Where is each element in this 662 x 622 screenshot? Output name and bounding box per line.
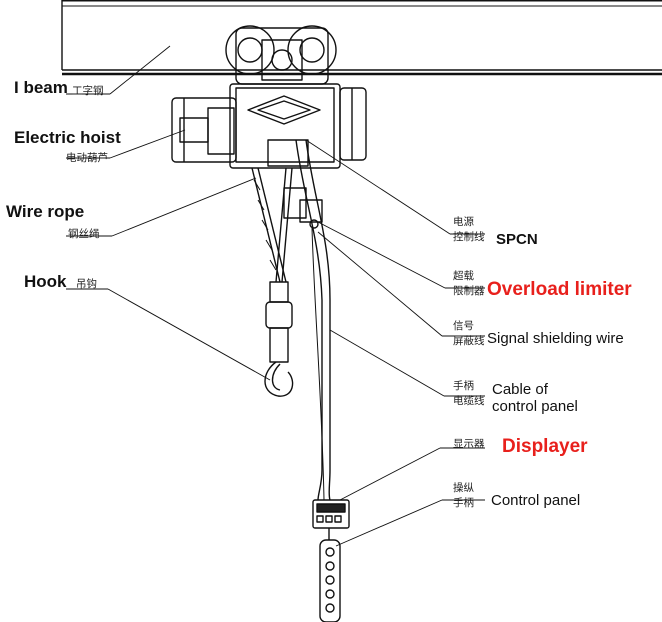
signal-wire-label-zh: 信号 屏蔽线 bbox=[453, 320, 485, 347]
displayer-label-zh: 显示器 bbox=[453, 438, 485, 450]
control-panel-label-zh: 操纵 手柄 bbox=[453, 482, 474, 509]
hook-label-zh: 吊钩 bbox=[76, 278, 97, 290]
hoist-body-shape bbox=[171, 83, 367, 169]
spcn-label-zh: 电源 控制线 bbox=[453, 216, 485, 243]
control-pendant-shape bbox=[319, 539, 341, 622]
cable-label: Cable of control panel bbox=[492, 381, 578, 415]
wire-rope-shape bbox=[251, 167, 293, 283]
spcn-label: SPCN bbox=[496, 231, 538, 248]
leader-lines bbox=[66, 45, 485, 547]
control-cables-shape bbox=[295, 139, 331, 501]
hook-label: Hook bbox=[24, 272, 67, 291]
hook-shape bbox=[264, 281, 294, 397]
displayer-shape bbox=[312, 499, 350, 540]
electric-hoist-label-zh: 电动葫芦 bbox=[66, 152, 108, 164]
electric-hoist-label: Electric hoist bbox=[14, 128, 121, 147]
cable-label-zh: 手柄 电缆线 bbox=[453, 380, 485, 407]
trolley-shape bbox=[225, 25, 337, 85]
wire-rope-label: Wire rope bbox=[6, 202, 85, 221]
signal-wire-label: Signal shielding wire bbox=[487, 330, 624, 347]
overload-limiter-label: Overload limiter bbox=[487, 279, 632, 300]
i-beam-shape bbox=[61, 0, 662, 76]
wire-rope-label-zh: 钢丝绳 bbox=[68, 228, 100, 240]
overload-limiter-label-zh: 超载 限制器 bbox=[453, 270, 485, 297]
i-beam-label-zh: 工字钢 bbox=[72, 85, 104, 97]
control-panel-label: Control panel bbox=[491, 492, 581, 509]
i-beam-label: I beam bbox=[14, 78, 68, 97]
displayer-label: Displayer bbox=[502, 436, 588, 457]
